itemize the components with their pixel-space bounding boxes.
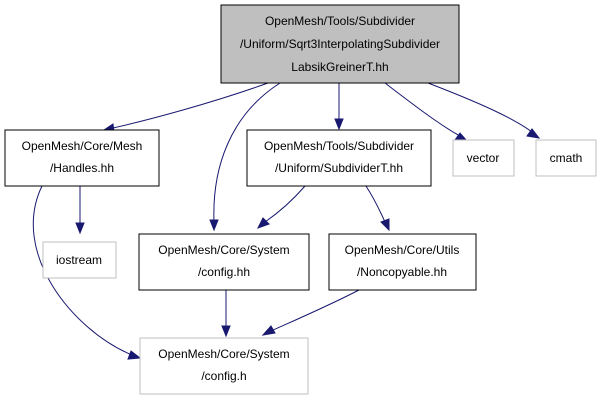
node-iostream-label: iostream: [56, 253, 102, 267]
node-config-hh-line-2: /config.hh: [198, 265, 250, 279]
node-handles-line-2: /Handles.hh: [50, 161, 114, 175]
node-iostream-box: [42, 241, 117, 279]
edge-root-to-config-hh: [209, 82, 281, 232]
node-root-box: [220, 4, 460, 84]
node-noncopyable[interactable]: OpenMesh/Core/Utils /Noncopyable.hh: [328, 233, 477, 291]
node-cmath: cmath: [535, 139, 597, 177]
node-vector: vector: [452, 139, 515, 177]
node-noncopyable-line-2: /Noncopyable.hh: [357, 265, 447, 279]
edge-subdividert-to-config-hh: [256, 185, 306, 229]
node-config-hh-line-1: OpenMesh/Core/System: [158, 243, 289, 257]
node-handles[interactable]: OpenMesh/Core/Mesh /Handles.hh: [4, 129, 160, 187]
node-cmath-box: [535, 139, 597, 177]
node-config-hh-box: [138, 233, 310, 291]
edge-subdividert-to-noncopyable: [365, 185, 390, 232]
node-root-line-2: /Uniform/Sqrt3InterpolatingSubdivider: [240, 37, 440, 51]
node-vector-label: vector: [467, 151, 500, 165]
node-vector-box: [452, 139, 515, 177]
node-config-h-box: [139, 337, 309, 395]
edge-root-to-cmath: [427, 82, 541, 139]
node-root-line-3: LabsikGreinerT.hh: [291, 60, 388, 74]
node-config-h-line-1: OpenMesh/Core/System: [158, 347, 289, 361]
node-cmath-label: cmath: [550, 151, 583, 165]
node-root: OpenMesh/Tools/Subdivider /Uniform/Sqrt3…: [220, 4, 460, 84]
node-config-hh[interactable]: OpenMesh/Core/System /config.hh: [138, 233, 310, 291]
node-noncopyable-line-1: OpenMesh/Core/Utils: [345, 243, 460, 257]
edge-root-to-subdividert: [334, 83, 344, 131]
node-subdividert-box: [246, 129, 432, 187]
node-subdividert-line-1: OpenMesh/Tools/Subdivider: [264, 139, 414, 153]
node-subdividert-line-2: /Uniform/SubdividerT.hh: [275, 161, 403, 175]
node-config-h-line-2: /config.h: [201, 369, 246, 383]
node-root-line-1: OpenMesh/Tools/Subdivider: [265, 14, 415, 28]
edges: [32, 82, 541, 360]
node-handles-line-1: OpenMesh/Core/Mesh: [22, 139, 143, 153]
node-handles-box: [4, 129, 160, 187]
node-subdividert[interactable]: OpenMesh/Tools/Subdivider /Uniform/Subdi…: [246, 129, 432, 187]
node-config-h: OpenMesh/Core/System /config.h: [139, 337, 309, 395]
edge-handles-to-config-h: [32, 185, 142, 360]
edge-root-to-handles: [102, 82, 269, 133]
node-noncopyable-box: [328, 233, 477, 291]
edge-handles-to-iostream: [75, 186, 85, 235]
node-iostream: iostream: [42, 241, 117, 279]
edge-config-hh-to-config-h: [221, 290, 231, 338]
edge-noncopyable-to-config-h: [261, 289, 360, 336]
